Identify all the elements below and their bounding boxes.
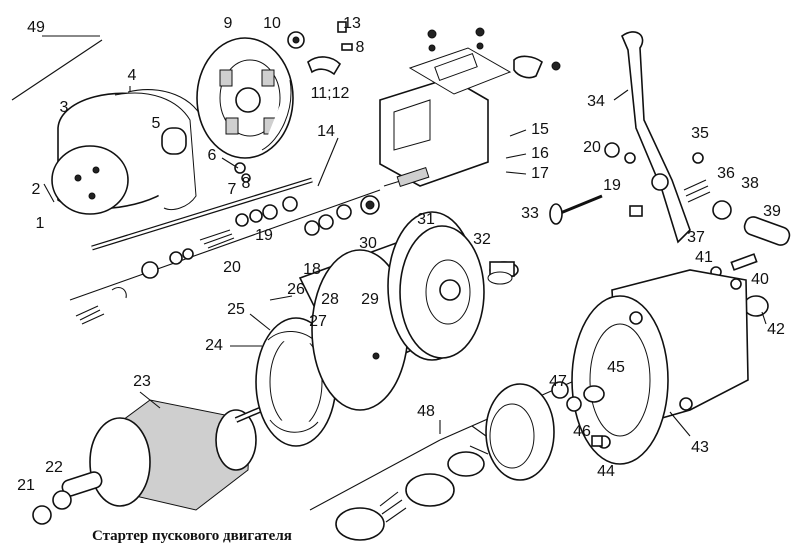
- shift-lever-part: [549, 31, 791, 317]
- label-22: 22: [45, 459, 63, 476]
- label-37: 37: [687, 229, 705, 246]
- label-30: 30: [359, 235, 377, 252]
- label-46: 46: [573, 423, 591, 440]
- spring-and-clip-parts: [287, 21, 353, 76]
- part-labels: 49 9 10 13 8 11;12 4 3 5 6 7 8 2 1 14 15…: [17, 15, 785, 494]
- label-14: 14: [317, 123, 335, 140]
- label-35: 35: [691, 125, 709, 142]
- label-2: 2: [32, 181, 41, 198]
- label-42: 42: [767, 321, 785, 338]
- bushing-part: [487, 261, 519, 285]
- label-34: 34: [587, 93, 605, 110]
- label-11-12: 11;12: [311, 85, 350, 102]
- armature-part: [32, 377, 332, 525]
- label-4: 4: [128, 67, 137, 84]
- label-29: 29: [361, 291, 379, 308]
- drive-housing-part: [571, 269, 749, 465]
- label-21: 21: [17, 477, 35, 494]
- label-27: 27: [309, 313, 327, 330]
- shaft-and-washers: [75, 162, 380, 325]
- label-25: 25: [227, 301, 245, 318]
- label-23: 23: [133, 373, 151, 390]
- label-17: 17: [531, 165, 549, 182]
- label-6: 6: [208, 147, 217, 164]
- label-9: 9: [224, 15, 233, 32]
- label-13: 13: [343, 15, 361, 32]
- label-19b: 19: [603, 177, 621, 194]
- label-40: 40: [751, 271, 769, 288]
- diagram-caption: Стартер пускового двигателя: [92, 528, 292, 544]
- label-7: 7: [228, 181, 237, 198]
- label-39: 39: [763, 203, 781, 220]
- label-18: 18: [303, 261, 321, 278]
- label-31: 31: [417, 211, 435, 228]
- leader-lines: [43, 86, 767, 437]
- brush-holder-bracket-part: [196, 37, 294, 159]
- label-5: 5: [152, 115, 161, 132]
- label-26: 26: [287, 281, 305, 298]
- drive-end-plate-part: [399, 225, 485, 359]
- label-19: 19: [255, 227, 273, 244]
- label-47: 47: [549, 373, 567, 390]
- label-38: 38: [741, 175, 759, 192]
- label-10: 10: [263, 15, 281, 32]
- label-43: 43: [691, 439, 709, 456]
- label-16: 16: [531, 145, 549, 162]
- label-32: 32: [473, 231, 491, 248]
- label-28: 28: [321, 291, 339, 308]
- label-24: 24: [205, 337, 223, 354]
- label-36: 36: [717, 165, 735, 182]
- label-3: 3: [60, 99, 69, 116]
- label-41: 41: [695, 249, 713, 266]
- solenoid-relay-part: [379, 27, 561, 188]
- label-8: 8: [242, 175, 251, 192]
- label-33: 33: [521, 205, 539, 222]
- label-20b: 20: [583, 139, 601, 156]
- label-48: 48: [417, 403, 435, 420]
- bendix-drive-part: [335, 381, 605, 541]
- label-20: 20: [223, 259, 241, 276]
- label-49: 49: [27, 19, 45, 36]
- label-15: 15: [531, 121, 549, 138]
- label-8b: 8: [356, 39, 365, 56]
- rear-cover-part: [51, 89, 206, 215]
- label-1: 1: [36, 215, 45, 232]
- label-45: 45: [607, 359, 625, 376]
- label-44: 44: [597, 463, 615, 480]
